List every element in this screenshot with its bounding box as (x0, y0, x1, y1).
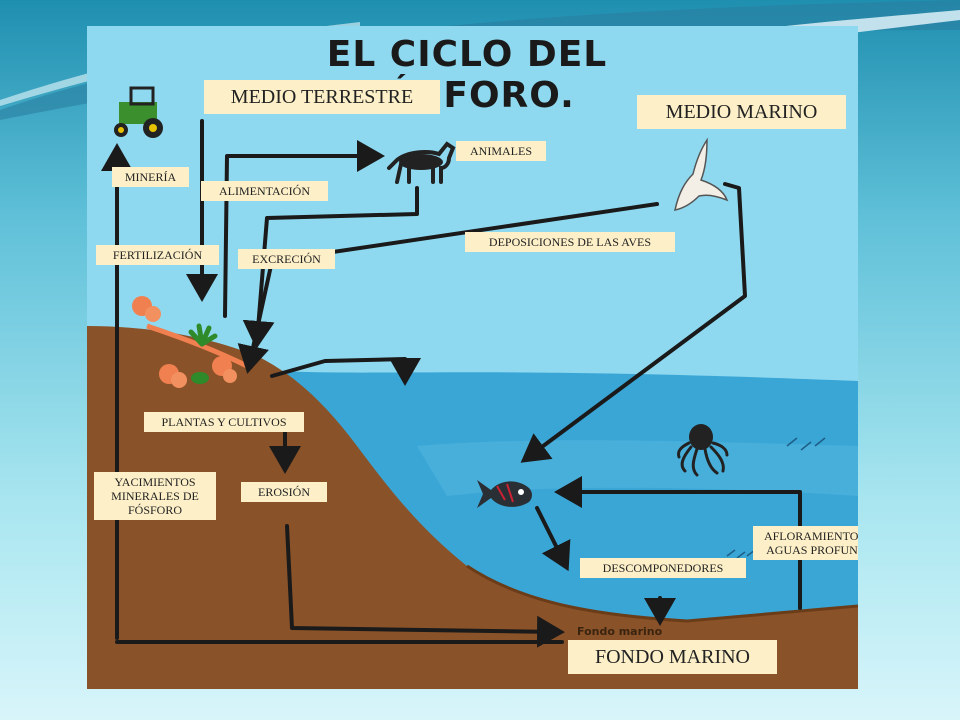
label-medio-marino: MEDIO MARINO (637, 95, 846, 129)
seabed-caption: Fondo marino (577, 625, 663, 638)
label-erosion: EROSIÓN (241, 482, 327, 502)
label-medio-terrestre: MEDIO TERRESTRE (204, 80, 440, 114)
label-plantas: PLANTAS Y CULTIVOS (144, 412, 304, 432)
label-alimentacion: ALIMENTACIÓN (201, 181, 328, 201)
bird-icon (674, 137, 729, 211)
label-animales: ANIMALES (456, 141, 546, 161)
horse-icon (387, 141, 456, 184)
label-afloramientos: AFLORAMIENTOS DE AGUAS PROFUNDAS (753, 526, 858, 560)
tractor-icon (114, 86, 163, 138)
label-deposiciones: DEPOSICIONES DE LAS AVES (465, 232, 675, 252)
octopus-icon (677, 424, 729, 477)
coral-icon (132, 296, 249, 388)
label-mineria: MINERÍA (112, 167, 189, 187)
label-yacimientos: YACIMIENTOS MINERALES DE FÓSFORO (94, 472, 216, 520)
phosphorus-cycle-diagram: EL CICLO DEL FÓSFORO. MEDIO TERRESTRE ME… (87, 26, 858, 689)
label-fertilizacion: FERTILIZACIÓN (96, 245, 219, 265)
cycle-arrows (101, 119, 802, 648)
label-fondo-marino: FONDO MARINO (568, 640, 777, 674)
plant-icon (188, 323, 218, 384)
label-descomponedores: DESCOMPONEDORES (580, 558, 746, 578)
label-excrecion: EXCRECIÓN (238, 249, 335, 269)
deep-water-marks (726, 437, 826, 559)
fish-icon (477, 480, 532, 508)
